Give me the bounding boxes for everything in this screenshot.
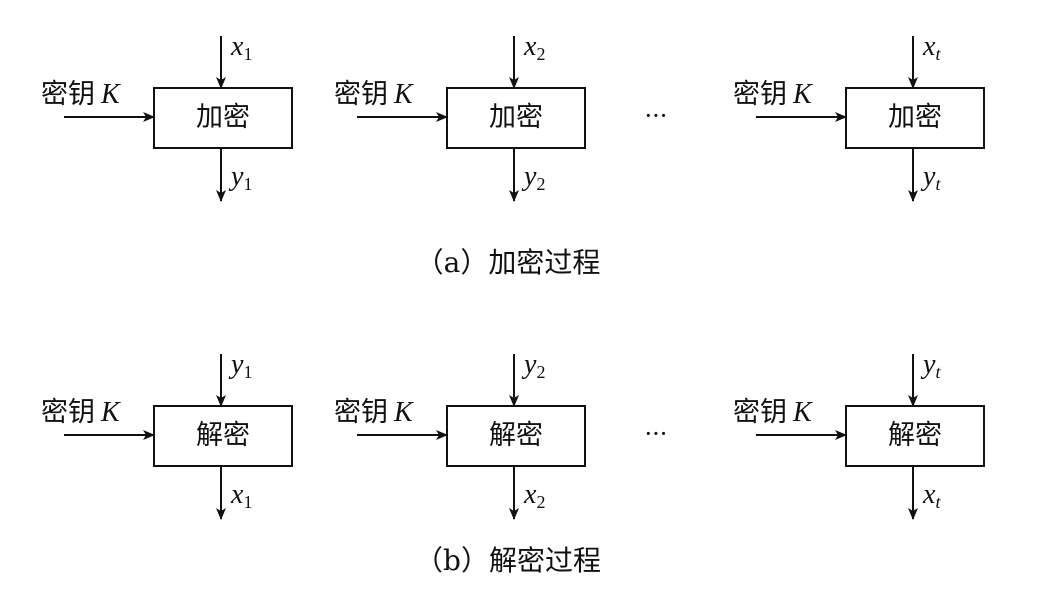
input-label: xt bbox=[922, 31, 941, 64]
input-label: x2 bbox=[523, 31, 545, 64]
encrypt-box bbox=[845, 87, 985, 149]
input-label: x1 bbox=[230, 31, 252, 64]
encrypt-box bbox=[446, 87, 586, 149]
output-label: x1 bbox=[230, 479, 252, 512]
ellipsis: ··· bbox=[645, 102, 668, 130]
output-label: x2 bbox=[523, 479, 545, 512]
decrypt-box bbox=[446, 405, 586, 467]
decrypt-box-label: 解密 bbox=[489, 420, 543, 451]
input-label: y2 bbox=[521, 349, 545, 382]
decrypt-box bbox=[153, 405, 293, 467]
encrypt-box-label: 加密 bbox=[489, 102, 543, 133]
ellipsis: ··· bbox=[645, 420, 668, 448]
encrypt-box-label: 加密 bbox=[196, 102, 250, 133]
input-label: yt bbox=[920, 349, 941, 382]
encryption-caption: （a）加密过程 bbox=[416, 246, 601, 279]
input-label: y1 bbox=[228, 349, 252, 382]
output-label: y2 bbox=[521, 161, 545, 194]
output-label: xt bbox=[922, 479, 941, 512]
decrypt-box-label: 解密 bbox=[888, 420, 942, 451]
encrypt-box bbox=[153, 87, 293, 149]
output-label: yt bbox=[920, 161, 941, 194]
decrypt-box-label: 解密 bbox=[196, 420, 250, 451]
decryption-caption: （b）解密过程 bbox=[415, 544, 601, 577]
output-label: y1 bbox=[228, 161, 252, 194]
encrypt-box-label: 加密 bbox=[888, 102, 942, 133]
decrypt-box bbox=[845, 405, 985, 467]
